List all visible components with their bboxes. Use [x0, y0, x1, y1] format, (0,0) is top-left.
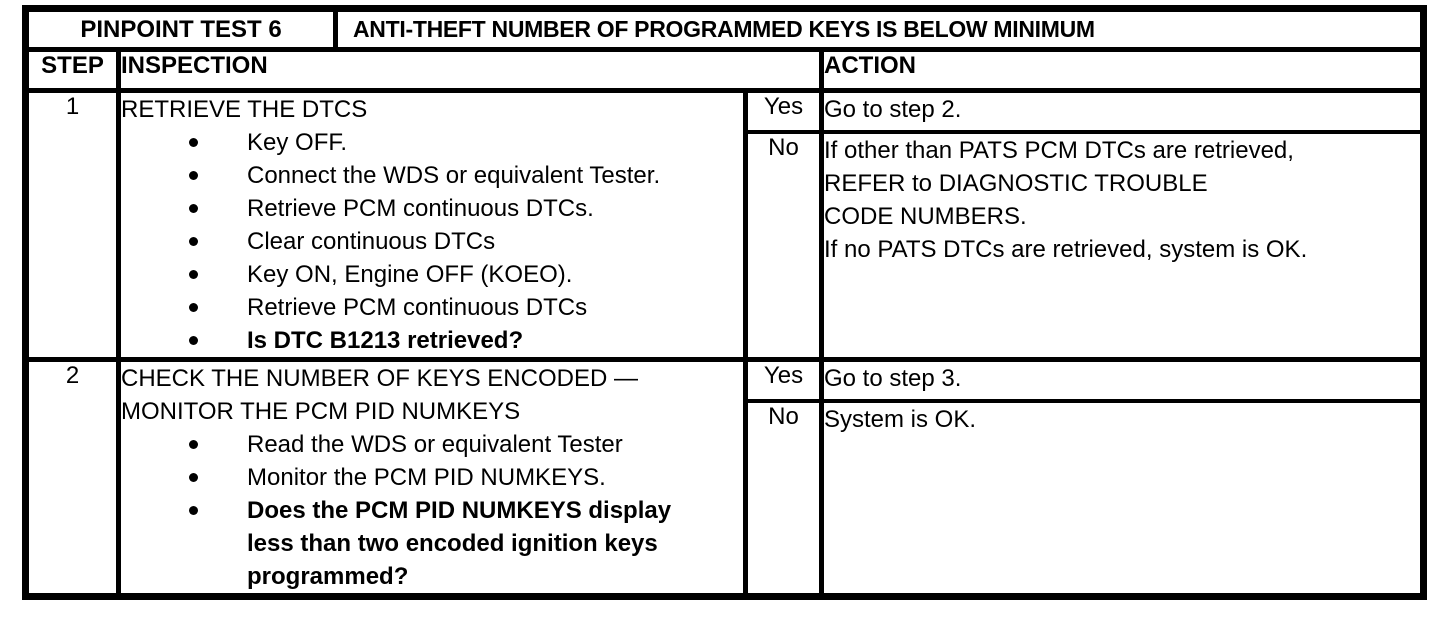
action-line: Go to step 2.	[824, 96, 962, 123]
action-line: If no PATS DTCs are retrieved, system is…	[824, 235, 1308, 263]
question-line: programmed?	[247, 563, 409, 590]
step2-no-label: No	[743, 399, 824, 600]
action-line: System is OK.	[824, 406, 977, 434]
question-line: Does the PCM PID NUMKEYS display	[247, 497, 672, 524]
heading-line: CHECK THE NUMBER OF KEYS ENCODED —	[121, 365, 638, 392]
question-line: less than two encoded ignition keys	[247, 530, 658, 557]
column-header-action: ACTION	[818, 47, 1427, 93]
title-cell: PINPOINT TEST 6 ANTI-THEFT NUMBER OF PRO…	[22, 6, 1427, 52]
bullet-question: Does the PCM PID NUMKEYS display less th…	[124, 494, 741, 592]
step1-no-row: No If other than PATS PCM DTCs are retri…	[26, 129, 1427, 362]
bullet-question: Is DTC B1213 retrieved?	[124, 324, 741, 355]
step1-bullet-list: Key OFF. Connect the WDS or equivalent T…	[124, 126, 741, 355]
bullet-item: Key OFF.	[124, 126, 741, 159]
step1-number: 1	[23, 88, 121, 362]
action-line: CODE NUMBERS.	[824, 202, 1027, 230]
step2-no-row: No System is OK.	[26, 399, 1427, 600]
step1-yes-row: 1 RETRIEVE THE DTCS Key OFF. Connect the…	[23, 87, 1427, 362]
step1-no-action-cell: If other than PATS PCM DTCs are retrieve…	[818, 129, 1427, 362]
step2-yes-row: 2 CHECK THE NUMBER OF KEYS ENCODED — MON…	[23, 357, 1427, 599]
table-title-row: PINPOINT TEST 6 ANTI-THEFT NUMBER OF PRO…	[22, 6, 1427, 52]
step1-inspection-cell: RETRIEVE THE DTCS Key OFF. Connect the W…	[116, 88, 748, 362]
step2-inspection-cell: CHECK THE NUMBER OF KEYS ENCODED — MONIT…	[116, 357, 748, 599]
question-line: Is DTC B1213 retrieved?	[247, 327, 524, 354]
step1-no-label: No	[743, 129, 824, 362]
title-flex: PINPOINT TEST 6 ANTI-THEFT NUMBER OF PRO…	[31, 13, 1419, 45]
column-header-inspection: INSPECTION	[116, 47, 824, 93]
bullet-item: Retrieve PCM continuous DTCs.	[124, 192, 741, 225]
action-line: Go to step 3.	[824, 365, 962, 392]
column-header-row: STEP INSPECTION ACTION	[23, 47, 1427, 93]
bullet-item: Monitor the PCM PID NUMKEYS.	[124, 461, 741, 494]
step1-yes-label: Yes	[743, 87, 824, 134]
bullet-item: Key ON, Engine OFF (KOEO).	[124, 258, 741, 291]
test-title: ANTI-THEFT NUMBER OF PROGRAMMED KEYS IS …	[353, 16, 1095, 42]
step2-inspection-heading: CHECK THE NUMBER OF KEYS ENCODED — MONIT…	[121, 365, 741, 429]
pinpoint-test-table: PINPOINT TEST 6 ANTI-THEFT NUMBER OF PRO…	[22, 5, 1428, 600]
column-header-step: STEP	[23, 47, 121, 93]
step1-yes-action-cell: Go to step 2.	[818, 87, 1427, 134]
step2-no-action-cell: System is OK.	[818, 399, 1427, 600]
action-line: REFER to DIAGNOSTIC TROUBLE	[824, 169, 1208, 197]
step2-yes-label: Yes	[743, 357, 824, 404]
heading-line: RETRIEVE THE DTCS	[121, 96, 368, 123]
step2-bullet-list: Read the WDS or equivalent Tester Monito…	[124, 428, 741, 592]
action-line: If other than PATS PCM DTCs are retrieve…	[824, 136, 1294, 164]
heading-line: MONITOR THE PCM PID NUMKEYS	[121, 398, 521, 425]
step1-inspection-heading: RETRIEVE THE DTCS	[121, 96, 741, 127]
bullet-item: Connect the WDS or equivalent Tester.	[124, 159, 741, 192]
bullet-item: Clear continuous DTCs	[124, 225, 741, 258]
step2-yes-action-cell: Go to step 3.	[818, 357, 1427, 404]
bullet-item: Read the WDS or equivalent Tester	[124, 428, 741, 461]
bullet-item: Retrieve PCM continuous DTCs	[124, 291, 741, 324]
pinpoint-test-label: PINPOINT TEST 6	[31, 13, 338, 45]
step2-number: 2	[23, 357, 121, 599]
